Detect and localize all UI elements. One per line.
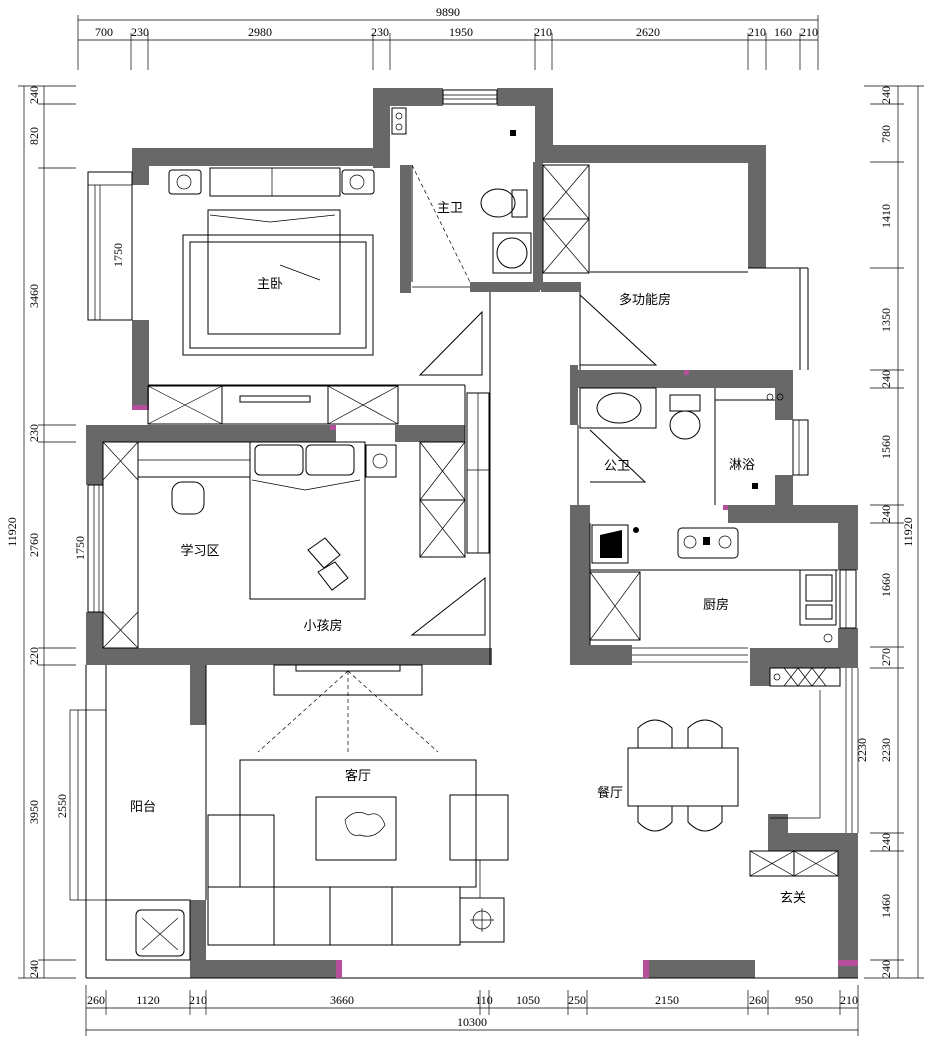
dim-bottom-seg: 1120 bbox=[136, 993, 160, 1007]
dim-bed-window: 1750 bbox=[111, 243, 125, 267]
dim-balcony-window: 2550 bbox=[55, 794, 69, 818]
dim-top-seg: 700 bbox=[95, 25, 113, 39]
kitchen-fixtures bbox=[589, 523, 838, 663]
dim-bottom-seg: 950 bbox=[795, 993, 813, 1007]
dim-bottom-seg: 260 bbox=[749, 993, 767, 1007]
dim-left-seg: 240 bbox=[27, 86, 41, 104]
dim-top-seg: 2620 bbox=[636, 25, 660, 39]
dim-right-seg: 270 bbox=[879, 648, 893, 666]
dim-top-seg: 230 bbox=[131, 25, 149, 39]
label-public-bath: 公卫 bbox=[604, 459, 630, 474]
dim-right-total: 11920 bbox=[901, 517, 915, 547]
dim-study-window: 1750 bbox=[73, 536, 87, 560]
dimension-top: 9890 700 230 2980 230 1950 210 2620 210 … bbox=[77, 5, 819, 70]
dim-bottom-seg: 260 bbox=[87, 993, 105, 1007]
dim-right-seg: 1560 bbox=[879, 435, 893, 459]
dim-bottom-seg: 210 bbox=[840, 993, 858, 1007]
dim-right-seg: 1460 bbox=[879, 894, 893, 918]
dim-top-total: 9890 bbox=[436, 5, 460, 19]
label-master-bedroom: 主卧 bbox=[257, 277, 283, 292]
study-furniture bbox=[102, 441, 251, 649]
dim-right-seg: 1410 bbox=[879, 204, 893, 228]
master-bath-fixtures bbox=[391, 107, 532, 274]
kids-bed bbox=[249, 441, 397, 600]
dim-bottom-seg: 250 bbox=[568, 993, 586, 1007]
label-study-area: 学习区 bbox=[180, 543, 219, 559]
dimension-right: 11920 240 780 1410 1350 240 1560 240 166… bbox=[864, 85, 924, 979]
dim-bottom-seg: 210 bbox=[189, 993, 207, 1007]
label-kids-room: 小孩房 bbox=[303, 618, 342, 634]
dim-right-seg: 1350 bbox=[879, 308, 893, 332]
dim-bottom-total: 10300 bbox=[457, 1015, 487, 1029]
dim-left-seg: 2760 bbox=[27, 533, 41, 557]
public-bath-fixtures bbox=[579, 387, 784, 505]
label-shower: 淋浴 bbox=[729, 458, 755, 473]
entrance-cabinets bbox=[749, 667, 841, 877]
dim-bottom-seg: 2150 bbox=[655, 993, 679, 1007]
dim-left-seg: 3950 bbox=[27, 800, 41, 824]
dim-bottom-seg: 1050 bbox=[516, 993, 540, 1007]
dim-left-seg: 820 bbox=[27, 127, 41, 145]
dim-right-seg: 1660 bbox=[879, 573, 893, 597]
dim-top-seg: 210 bbox=[534, 25, 552, 39]
dim-left-seg: 220 bbox=[27, 647, 41, 665]
dim-right-seg: 240 bbox=[879, 505, 893, 523]
label-kitchen: 厨房 bbox=[703, 597, 729, 613]
dim-right-seg: 240 bbox=[879, 370, 893, 388]
dim-top-seg: 230 bbox=[371, 25, 389, 39]
multi-room-cabinet bbox=[542, 164, 590, 274]
master-bed bbox=[168, 167, 375, 356]
dim-right-seg: 240 bbox=[879, 833, 893, 851]
dim-top-seg: 1950 bbox=[449, 25, 473, 39]
dim-left-seg: 240 bbox=[27, 960, 41, 978]
dim-right-seg: 240 bbox=[879, 86, 893, 104]
door-marks bbox=[132, 370, 858, 978]
dim-bottom-seg: 3660 bbox=[330, 993, 354, 1007]
dim-right-seg: 2230 bbox=[879, 738, 893, 762]
dim-right-seg: 780 bbox=[879, 125, 893, 143]
dim-top-seg: 160 bbox=[774, 25, 792, 39]
dim-top-seg: 2980 bbox=[248, 25, 272, 39]
label-entrance: 玄关 bbox=[780, 891, 806, 906]
living-room-furniture bbox=[105, 664, 509, 961]
dim-left-seg: 3460 bbox=[27, 284, 41, 308]
wardrobe bbox=[147, 385, 399, 425]
dim-dining-window: 2230 bbox=[855, 738, 869, 762]
label-multi-room: 多功能房 bbox=[619, 292, 671, 308]
dimension-left: 11920 240 820 3460 230 2760 220 3950 240 bbox=[5, 85, 76, 979]
label-master-bath: 主卫 bbox=[437, 201, 463, 216]
dim-left-total: 11920 bbox=[5, 517, 19, 547]
label-living-room: 客厅 bbox=[345, 768, 371, 784]
label-balcony: 阳台 bbox=[130, 800, 156, 815]
dim-top-seg: 210 bbox=[748, 25, 766, 39]
room-labels: 主卧 主卫 多功能房 公卫 淋浴 学习区 小孩房 厨房 客厅 餐厅 阳台 玄关 bbox=[130, 201, 806, 906]
dim-left-seg: 230 bbox=[27, 424, 41, 442]
dining-table bbox=[627, 719, 739, 832]
dimension-bottom: 260 1120 210 3660 110 1050 250 2150 260 … bbox=[85, 985, 859, 1036]
dim-top-seg: 210 bbox=[800, 25, 818, 39]
dim-bottom-seg: 110 bbox=[475, 993, 493, 1007]
outline bbox=[85, 267, 858, 979]
door-swings bbox=[410, 164, 658, 636]
label-dining-room: 餐厅 bbox=[597, 785, 623, 801]
dim-right-seg: 240 bbox=[879, 960, 893, 978]
kids-wardrobe bbox=[419, 392, 490, 558]
inner-dimensions: 1750 1750 2550 2230 bbox=[55, 243, 869, 818]
windows bbox=[69, 89, 859, 901]
walls bbox=[86, 88, 858, 978]
